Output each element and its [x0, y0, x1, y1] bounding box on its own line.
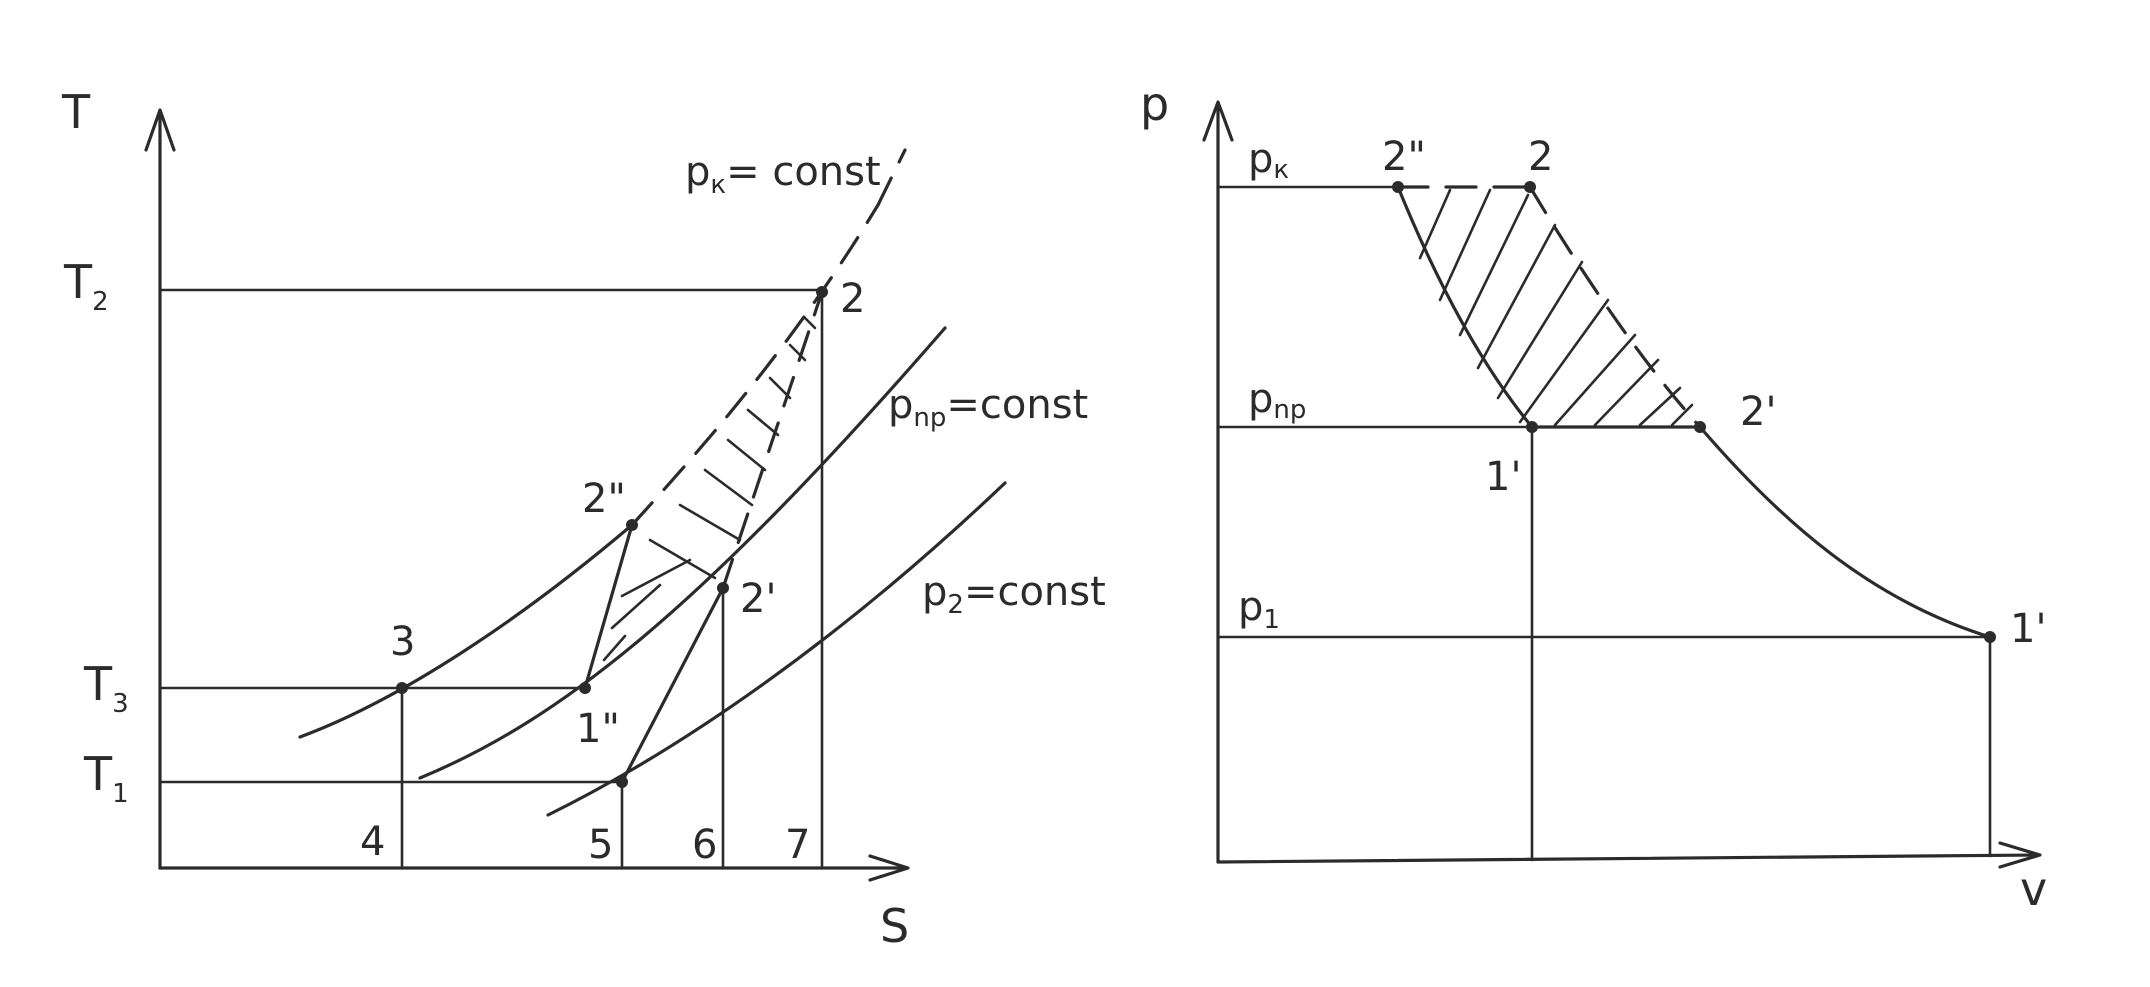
pv-v-axis-arrow — [1998, 841, 2042, 869]
ts-label-s5: 5 — [588, 822, 613, 868]
pv-label-pk: pк — [1248, 136, 1289, 185]
ts-t-axis-arrow — [144, 108, 176, 152]
pv-point-1d-end — [1984, 631, 1996, 643]
pv-point-2dd — [1392, 181, 1404, 193]
ts-point-2dd — [626, 519, 638, 531]
ts-label-point-2: 2 — [840, 276, 865, 322]
pv-axis-p-label: p — [1140, 77, 1169, 131]
ts-isobar-k-solid — [298, 523, 634, 739]
ts-axis-t-label: T — [61, 85, 91, 139]
pv-label-point-2d: 2' — [1740, 389, 1776, 435]
pv-label-point-1d-mid: 1' — [1485, 454, 1521, 500]
ts-point-5 — [616, 776, 628, 788]
ts-label-point-2dd: 2" — [582, 476, 626, 522]
ts-label-s4: 4 — [360, 819, 385, 865]
pv-label-point-2: 2 — [1528, 134, 1553, 180]
ts-label-s7: 7 — [785, 822, 810, 868]
pv-curve-2dd-1d — [1396, 185, 1534, 429]
pv-label-pnp: pnp — [1248, 376, 1306, 425]
pv-point-1d — [1526, 421, 1538, 433]
ts-diagram: T S T2 T3 T1 pк= const pnp=const p2=cons… — [61, 85, 1106, 953]
pv-point-2d — [1694, 421, 1706, 433]
pv-v-axis — [1216, 853, 2040, 864]
pv-point-2 — [1524, 181, 1536, 193]
ts-line-2d-2 — [721, 290, 824, 590]
ts-line-1dd-2dd — [583, 523, 634, 690]
ts-isobar-2 — [546, 481, 1007, 817]
pv-hatching — [1418, 188, 1694, 427]
ts-isobar-k-dashed — [630, 203, 880, 527]
pv-curve-2d-1d — [1698, 425, 1992, 639]
ts-point-1dd — [579, 682, 591, 694]
ts-point-3 — [396, 682, 408, 694]
ts-label-point-3: 3 — [390, 619, 415, 665]
ts-point-2 — [816, 286, 828, 298]
ts-point-2d — [717, 582, 729, 594]
ts-label-point-1dd: 1" — [576, 706, 620, 752]
ts-label-point-2d: 2' — [740, 576, 776, 622]
ts-label-isobar-2: p2=const — [922, 569, 1106, 620]
ts-isobar-np — [418, 326, 947, 780]
ts-label-isobar-k: pк= const — [685, 149, 881, 200]
pv-p-axis-arrow — [1202, 100, 1234, 142]
ts-label-t3: T3 — [83, 657, 129, 719]
pv-label-p1: p1 — [1238, 584, 1280, 635]
ts-hatching — [602, 316, 817, 662]
pv-diagram: p v pк pnp p1 2" 2 2' 1' 1' — [1140, 77, 2047, 916]
pv-label-point-2dd: 2" — [1382, 134, 1426, 180]
ts-label-t2: T2 — [63, 255, 109, 317]
pv-label-point-1d-end: 1' — [2010, 606, 2046, 652]
ts-s-axis-arrow — [868, 854, 910, 882]
ts-label-isobar-np: pnp=const — [888, 382, 1088, 433]
ts-label-s6: 6 — [692, 822, 717, 868]
pv-curve-2-2d — [1528, 185, 1702, 429]
ts-isobar-k-tail — [876, 148, 907, 207]
ts-axis-s-label: S — [880, 899, 909, 953]
ts-line-5-2d — [620, 586, 725, 784]
pv-axis-v-label: v — [2020, 862, 2047, 916]
ts-label-t1: T1 — [83, 747, 129, 809]
